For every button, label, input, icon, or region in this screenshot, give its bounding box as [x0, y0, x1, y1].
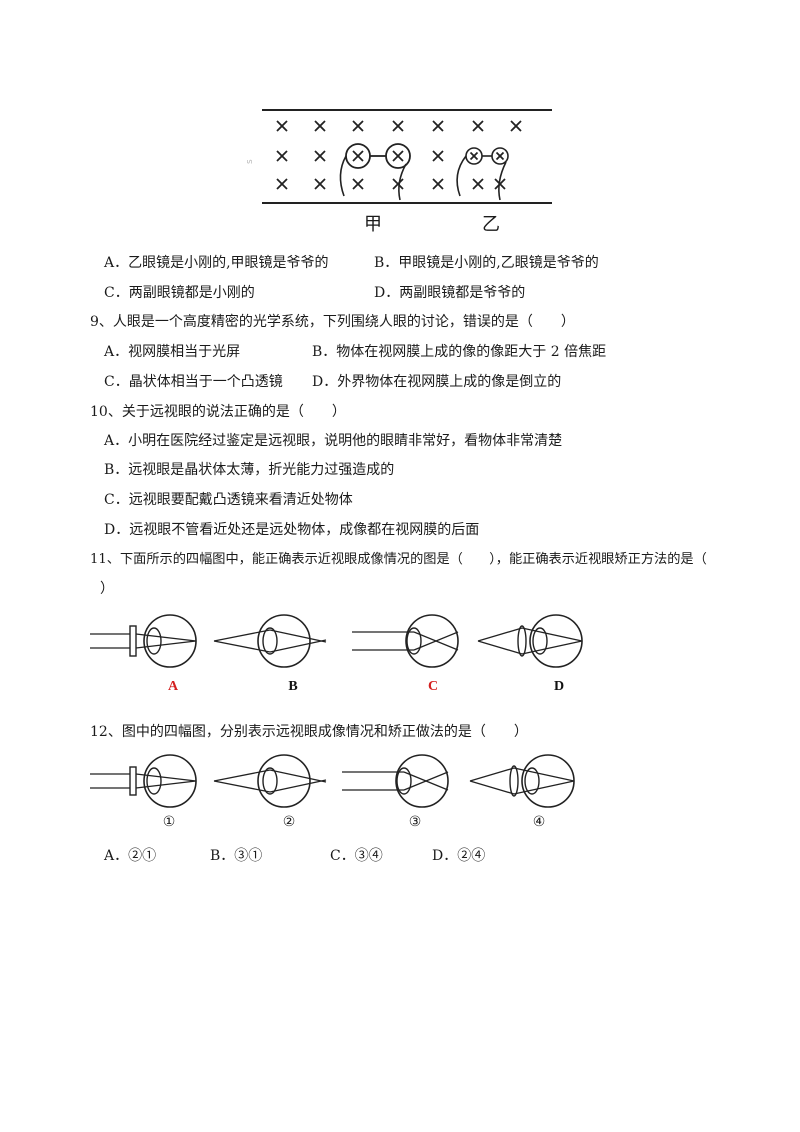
- q9-stem: 9、人眼是一个高度精密的光学系统，下列围绕人眼的讨论，错误的是（ ）: [90, 314, 575, 330]
- svg-text:s: s: [245, 159, 255, 164]
- q9-option-d: D．外界物体在视网膜上成的像是倒立的: [312, 374, 562, 390]
- q12-label-3: ③: [408, 814, 422, 830]
- q8-figure-label-jia: 甲: [364, 214, 382, 235]
- q12-stem: 12、图中的四幅图，分别表示远视眼成像情况和矫正做法的是（ ）: [90, 724, 528, 740]
- q9-option-a: A．视网膜相当于光屏: [104, 344, 241, 360]
- q10-option-a: A．小明在医院经过鉴定是远视眼，说明他的眼睛非常好，看物体非常清楚: [104, 433, 563, 449]
- q11-figure-b: [212, 612, 332, 670]
- q9-option-b: B．物体在视网膜上成的像的像距大于 2 倍焦距: [312, 344, 607, 360]
- q11-stem-line1: 11、下面所示的四幅图中，能正确表示近视眼成像情况的图是（ ），能正确表示近视眼…: [90, 552, 707, 567]
- q11-label-b: B: [288, 679, 298, 694]
- q8-option-a: A．乙眼镜是小刚的,甲眼镜是爷爷的: [104, 255, 329, 271]
- q10-option-b: B．远视眼是晶状体太薄，折光能力过强造成的: [104, 462, 395, 478]
- q12-figure-3: [340, 754, 458, 812]
- q12-option-c: C．③④: [330, 848, 383, 864]
- q12-figure-2: [212, 754, 330, 812]
- q12-label-1: ①: [162, 814, 176, 830]
- q12-label-4: ④: [532, 814, 546, 830]
- q8-option-c: C．两副眼镜都是小刚的: [104, 285, 255, 301]
- q10-option-d: D．远视眼不管看近处还是远处物体，成像都在视网膜的后面: [104, 522, 480, 538]
- q12-figure-4: [466, 754, 584, 812]
- q11-label-d: D: [553, 679, 565, 694]
- q11-figure-d: [474, 612, 594, 670]
- q9-option-c: C．晶状体相当于一个凸透镜: [104, 374, 283, 390]
- q8-option-d: D．两副眼镜都是爷爷的: [374, 285, 526, 301]
- q11-stem-line2: ）: [100, 581, 114, 597]
- q11-figure-a: [88, 612, 208, 670]
- q12-option-a: A．②①: [104, 848, 157, 864]
- q10-stem: 10、关于远视眼的说法正确的是（ ）: [90, 404, 346, 420]
- q8-figure: s: [240, 104, 560, 214]
- q12-figure-1: [88, 754, 206, 812]
- q10-option-c: C．远视眼要配戴凸透镜来看清近处物体: [104, 492, 353, 508]
- q8-figure-label-yi: 乙: [482, 214, 500, 235]
- q12-option-d: D．②④: [432, 848, 486, 864]
- q11-label-a: A: [167, 679, 179, 694]
- q12-label-2: ②: [282, 814, 296, 830]
- q12-option-b: B．③①: [210, 848, 263, 864]
- q8-option-b: B．甲眼镜是小刚的,乙眼镜是爷爷的: [374, 255, 599, 271]
- q11-figure-c: [350, 612, 470, 670]
- q11-label-c: C: [427, 679, 439, 694]
